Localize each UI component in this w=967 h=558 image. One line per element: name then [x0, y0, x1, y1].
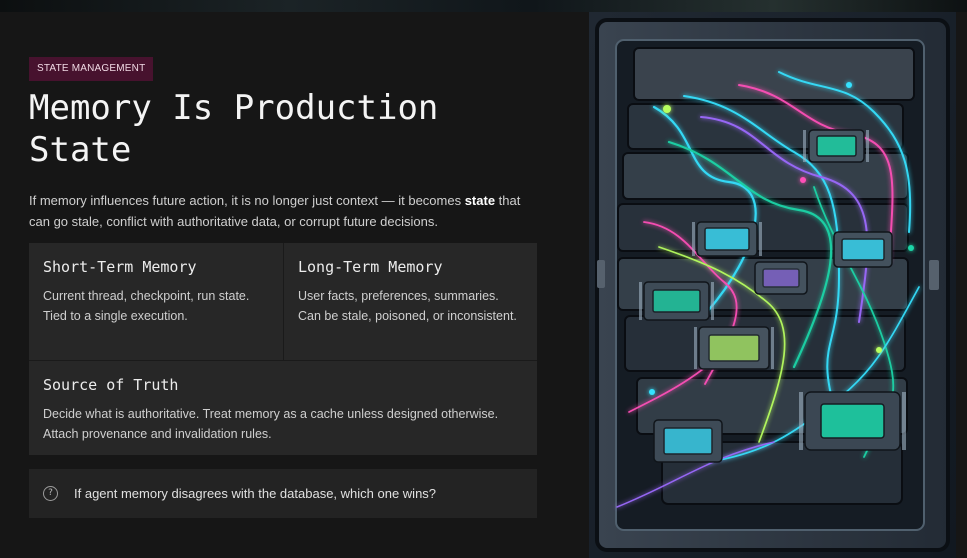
page-title: Memory Is Production State [29, 88, 439, 170]
source-of-truth-card: Source of Truth Decide what is authorita… [29, 360, 537, 455]
intro-text-bold: state [464, 193, 496, 208]
short-term-memory-body: Current thread, checkpoint, run state. T… [43, 289, 250, 323]
intro-text-before: If memory influences future action, it i… [29, 193, 465, 208]
source-of-truth-body: Decide what is authoritative. Treat memo… [43, 407, 499, 441]
long-term-memory-card: Long-Term Memory User facts, preferences… [283, 243, 537, 360]
top-strip [0, 0, 967, 12]
source-of-truth-title: Source of Truth [43, 376, 179, 394]
intro-text-after: that can go stale, conflict with authori… [29, 193, 521, 229]
long-term-memory-body: User facts, preferences, summaries. Can … [298, 289, 517, 323]
slide: STATE MANAGEMENT Memory Is Production St… [0, 12, 967, 558]
question-callout: ? If agent memory disagrees with the dat… [29, 469, 537, 518]
server-chip-illustration [589, 12, 956, 558]
short-term-memory-title: Short-Term Memory [43, 258, 197, 276]
long-term-memory-title: Long-Term Memory [298, 258, 443, 276]
short-term-memory-card: Short-Term Memory Current thread, checkp… [29, 243, 283, 360]
question-circle-icon: ? [43, 486, 58, 501]
section-badge: STATE MANAGEMENT [29, 57, 154, 81]
intro-text: If memory influences future action, it i… [29, 190, 539, 232]
server-chip-illustration-svg [589, 12, 956, 558]
question-text: If agent memory disagrees with the datab… [74, 486, 437, 501]
